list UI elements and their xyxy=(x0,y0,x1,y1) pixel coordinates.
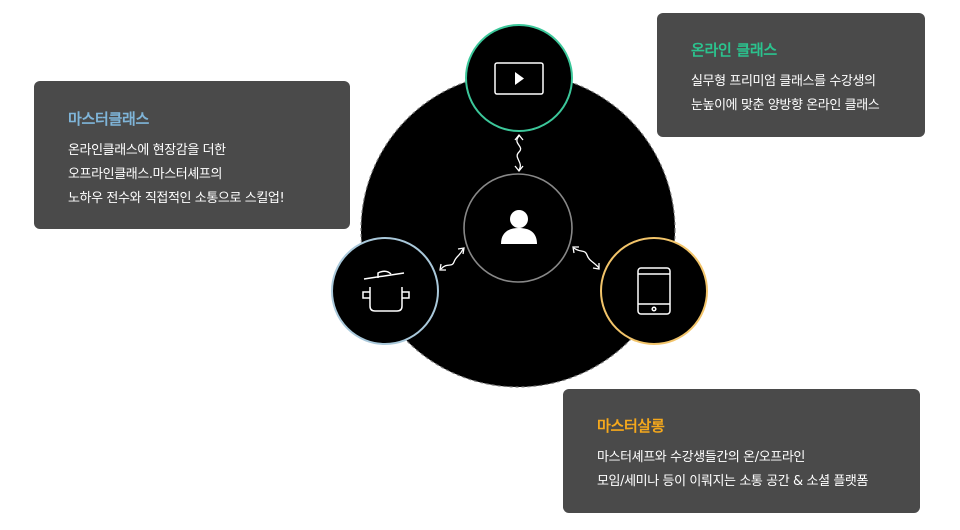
master-class-line-1: 온라인클래스에 현장감을 더한 xyxy=(68,143,226,158)
master-class-line-3: 노하우 전수와 직접적인 소통으로 스킬업! xyxy=(68,191,285,206)
connector-top xyxy=(514,133,524,173)
person-icon xyxy=(501,210,537,244)
connector-right xyxy=(572,246,600,270)
master-salon-card: 마스터살롱 마스터셰프와 수강생들간의 온/오프라인 모임/세미나 등이 이뤄지… xyxy=(563,389,920,513)
master-salon-node xyxy=(600,237,708,345)
center-node xyxy=(463,173,573,283)
tablet-icon xyxy=(637,267,671,315)
online-class-card: 온라인 클래스 실무형 프리미엄 클래스를 수강생의 눈높이에 맞춘 양방향 온… xyxy=(657,13,925,137)
online-class-node xyxy=(465,24,573,132)
master-class-title: 마스터클래스 xyxy=(68,110,150,128)
video-play-icon xyxy=(494,62,544,95)
master-class-line-2: 오프라인클래스.마스터셰프의 xyxy=(68,167,223,182)
online-class-line-1: 실무형 프리미엄 클래스를 수강생의 xyxy=(691,74,876,89)
master-class-card: 마스터클래스 온라인클래스에 현장감을 더한 오프라인클래스.마스터셰프의 노하… xyxy=(34,81,350,229)
online-class-title: 온라인 클래스 xyxy=(691,41,777,59)
connector-left xyxy=(439,247,465,271)
master-salon-line-1: 마스터셰프와 수강생들간의 온/오프라인 xyxy=(597,450,805,465)
cooking-pot-icon xyxy=(362,270,410,312)
master-class-node xyxy=(331,237,439,345)
online-class-line-2: 눈높이에 맞춘 양방향 온라인 클래스 xyxy=(691,98,880,113)
master-salon-title: 마스터살롱 xyxy=(597,417,665,435)
master-salon-line-2: 모임/세미나 등이 이뤄지는 소통 공간 & 소셜 플랫폼 xyxy=(597,474,869,489)
